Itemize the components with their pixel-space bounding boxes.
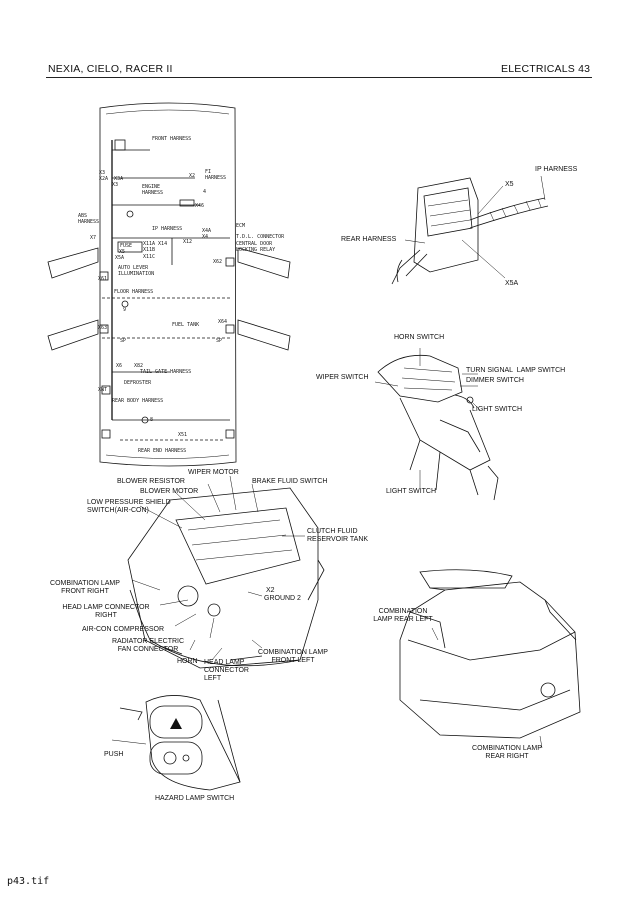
horn-switch-label: HORN SWITCH [394, 334, 445, 341]
ground-9-label: 9 [123, 307, 127, 313]
low-pressure-shield-switch-label: LOW PRESSURE SHIELD SWITCH(AIR-CON) [87, 499, 171, 514]
x6-label: X6 [116, 363, 123, 369]
ground-8-label: 8 [150, 417, 154, 423]
defroster-label: DEFROSTER [124, 380, 152, 386]
sp-right-label: SP [216, 338, 223, 344]
auto-lever-illumination-label: AUTO LEVER ILLUMINATION [118, 265, 155, 277]
horn-label: HORN [177, 658, 198, 665]
light-switch-bottom-label: LIGHT SWITCH [386, 488, 437, 495]
x5-small-label: X5 [119, 249, 126, 255]
sp-left-label: SP [120, 338, 127, 344]
front-harness-label: FRONT HARNESS [152, 136, 192, 142]
wiper-motor-label: WIPER MOTOR [188, 469, 239, 476]
fi-harness-label: FI HARNESS [205, 169, 227, 181]
x2a-x3a-label: X2A X3A [99, 176, 124, 182]
steering-column-illustration [374, 348, 499, 501]
light-switch-label: LIGHT SWITCH [472, 406, 523, 413]
document-title: NEXIA, CIELO, RACER II [48, 63, 173, 75]
file-name-footer: p43.tif [7, 876, 50, 887]
x62-label: X62 [213, 259, 223, 265]
x7-label: X7 [90, 235, 97, 241]
car-top-view-outline [47, 102, 291, 467]
head-lamp-connector-left-label: HEAD LAMP CONNECTOR LEFT [204, 659, 249, 682]
x51-label: X51 [178, 432, 188, 438]
combination-lamp-rear-right-label: COMBINATION LAMP REAR RIGHT [472, 745, 542, 760]
engine-bay-illustration [127, 475, 325, 669]
x3-second-label: X3 [112, 182, 119, 188]
page-section-number: ELECTRICALS 43 [501, 63, 591, 75]
blower-motor-label: BLOWER MOTOR [140, 488, 199, 495]
rear-body-harness-label: REAR BODY HARNESS [112, 398, 164, 404]
x4a-x4-label: X4A X4 [202, 228, 212, 240]
radiator-electric-fan-connector-label: RADIATOR ELECTRIC FAN CONNECTOR [111, 638, 185, 653]
floor-harness-label: FLOOR HARNESS [114, 289, 154, 295]
tail-gate-harness-label: TAIL GATE HARNESS [140, 369, 192, 375]
blower-resistor-label: BLOWER RESISTOR [117, 478, 185, 485]
combination-lamp-front-right-label: COMBINATION LAMP FRONT RIGHT [50, 580, 120, 595]
ip-harness-label: IP HARNESS [535, 166, 578, 173]
x2-label: X2 [266, 587, 275, 594]
header-rule [46, 77, 592, 78]
x64-label: X64 [218, 319, 228, 325]
ground-2-label: GROUND 2 [264, 595, 301, 602]
x46-label: X46 [195, 203, 205, 209]
x61-label: X61 [98, 276, 108, 282]
x3-label: X3 [99, 170, 106, 176]
hazard-lamp-switch-label: HAZARD LAMP SWITCH [155, 795, 235, 802]
clutch-fluid-reservoir-label: CLUTCH FLUID RESERVOIR TANK [307, 528, 369, 543]
head-lamp-connector-right-label: HEAD LAMP CONNECTOR RIGHT [62, 604, 150, 619]
x5a-small-label: X5A [115, 255, 125, 261]
tdl-connector-label: T.D.L. CONNECTOR [236, 234, 285, 240]
x11b-label: X11B [143, 247, 156, 253]
abs-harness-label: ABS HARNESS [78, 213, 100, 225]
x2-label: X2 [189, 173, 196, 179]
hazard-switch-illustration [111, 695, 241, 791]
rear-end-harness-label: REAR END HARNESS [138, 448, 187, 454]
x12-label: X12 [183, 239, 193, 245]
x5a-label: X5A [505, 280, 519, 287]
xnt-label: XNT [98, 387, 108, 393]
central-door-locking-relay-label: CENTRAL DOOR LOCKING RELAY [236, 241, 276, 253]
brake-fluid-switch-label: BRAKE FLUID SWITCH [252, 478, 328, 485]
x5-label: X5 [505, 181, 514, 188]
x82-label: X82 [134, 363, 144, 369]
rear-car-illustration [399, 569, 581, 749]
air-con-compressor-label: AIR-CON COMPRESSOR [82, 626, 165, 633]
combination-lamp-rear-left-label: COMBINATION LAMP REAR LEFT [373, 608, 433, 623]
dimmer-switch-label: DIMMER SWITCH [466, 377, 524, 384]
turn-signal-lamp-switch-label: TURN SIGNAL LAMP SWITCH [466, 367, 566, 374]
rear-harness-label: REAR HARNESS [341, 236, 397, 243]
x11a-x14-label: X11A X14 [143, 241, 168, 247]
ecm-label: ECM [236, 223, 246, 229]
combination-lamp-front-left-label: COMBINATION LAMP FRONT LEFT [258, 649, 328, 664]
ip-harness-illustration [391, 175, 549, 285]
fuse-label: FUSE [120, 243, 133, 249]
x63-label: X63 [98, 325, 108, 331]
wiper-switch-label: WIPER SWITCH [316, 374, 369, 381]
push-label: PUSH [104, 751, 124, 758]
x11c-label: X11C [143, 254, 156, 260]
ip-harness-small-label: IP HARNESS [152, 226, 183, 232]
engine-harness-label: ENGINE HARNESS [142, 184, 164, 196]
ground-4-label: 4 [203, 189, 207, 195]
fuel-tank-label: FUEL TANK [172, 322, 200, 328]
